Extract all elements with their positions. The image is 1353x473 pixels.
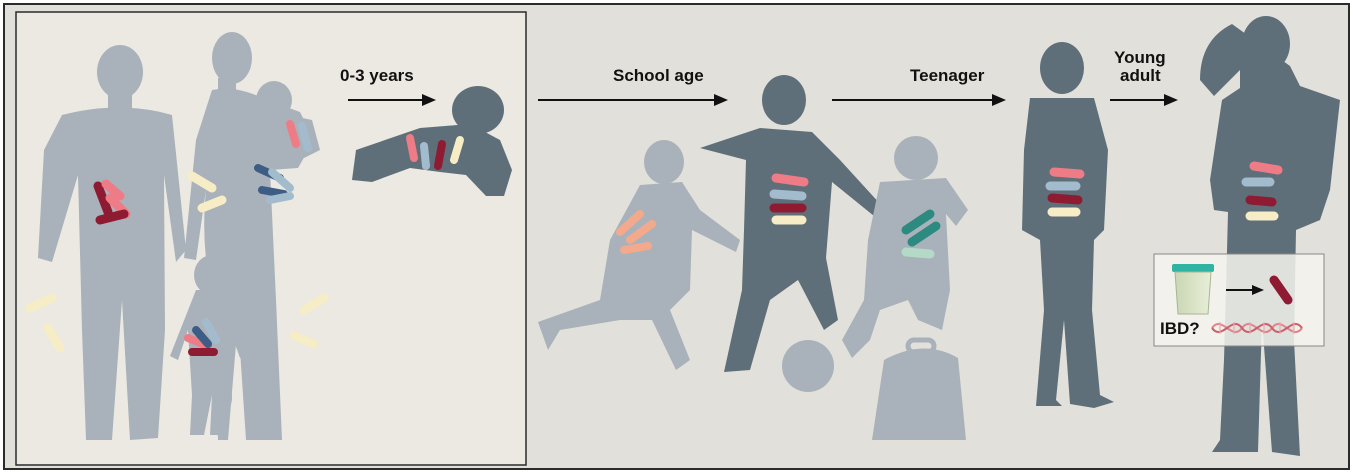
stage-label-infancy: 0-3 years xyxy=(340,66,414,85)
stage-label-school: School age xyxy=(613,66,704,85)
stage-label-adult-line1: Young xyxy=(1114,48,1166,67)
stage-label-teen: Teenager xyxy=(910,66,985,85)
stool-sample-cup-icon xyxy=(1172,264,1214,314)
ibd-question-label: IBD? xyxy=(1160,319,1200,338)
stage-label-adult-line2: adult xyxy=(1120,66,1161,85)
ibd-inset: IBD? xyxy=(1154,254,1324,346)
soccer-ball-icon xyxy=(782,340,834,392)
